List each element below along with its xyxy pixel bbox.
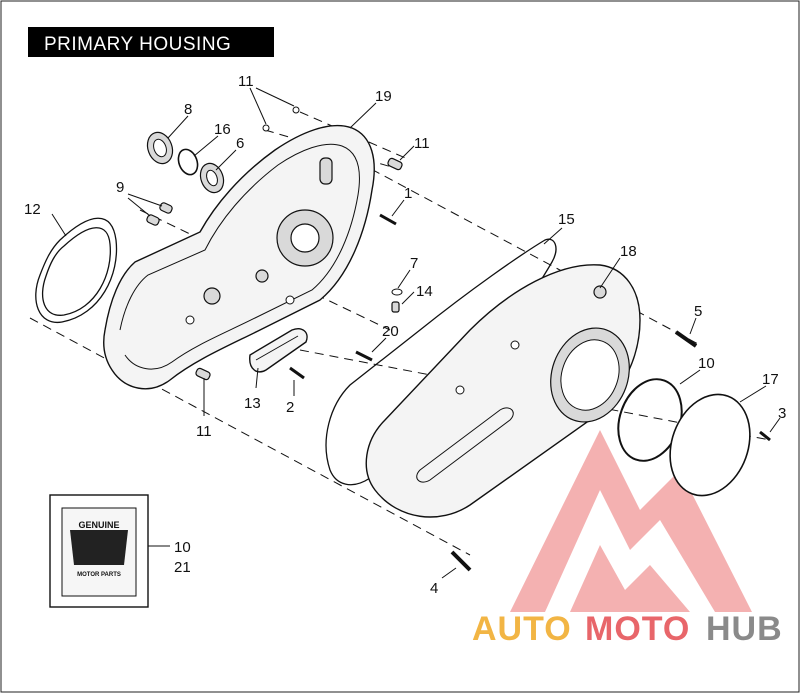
kit-logo-bottom: MOTOR PARTS	[77, 572, 121, 578]
page-title: PRIMARY HOUSING	[44, 34, 231, 55]
gasket-kit-box: GENUINE MOTOR PARTS	[49, 494, 149, 608]
leader-lines	[51, 87, 781, 579]
callout-12: 12	[24, 201, 41, 218]
callout-13: 13	[244, 395, 261, 412]
chain-tensioner-13	[249, 328, 308, 373]
gasket-12	[35, 217, 118, 323]
callout-17: 17	[762, 371, 779, 388]
callout-20: 20	[382, 323, 399, 340]
callout-8: 8	[184, 101, 192, 118]
callout-16: 16	[214, 121, 231, 138]
watermark-logo	[510, 430, 752, 612]
inner-housing-19	[103, 124, 375, 390]
derby-cover-17	[669, 393, 751, 497]
callout-10-kit: 10	[174, 539, 191, 556]
title-banner: PRIMARY HOUSING	[28, 27, 274, 57]
callout-1: 1	[404, 185, 412, 202]
callouts: 11 19 8 16 6 11 9 1 12 15 18 7 14 5 20 1…	[24, 73, 786, 597]
callout-11-bottom: 11	[196, 423, 212, 440]
callout-14: 14	[416, 283, 433, 300]
callout-3: 3	[778, 405, 786, 422]
callout-15: 15	[558, 211, 575, 228]
callout-2: 2	[286, 399, 294, 416]
fasteners	[289, 213, 771, 572]
watermark-text: AUTO MOTO HUB	[472, 610, 783, 648]
kit-logo-top: GENUINE	[78, 520, 119, 530]
callout-11-top: 11	[238, 73, 254, 90]
callout-18: 18	[620, 243, 637, 260]
callout-11-right: 11	[414, 135, 430, 152]
watermark-moto: MOTO	[585, 610, 690, 648]
callout-21: 21	[174, 559, 191, 576]
callout-10-ring: 10	[698, 355, 715, 372]
watermark-hub: HUB	[706, 610, 783, 648]
callout-19: 19	[375, 88, 392, 105]
callout-9: 9	[116, 179, 124, 196]
outer-cover-18	[365, 264, 641, 518]
callout-5: 5	[694, 303, 702, 320]
callout-6: 6	[236, 135, 244, 152]
watermark-auto: AUTO	[472, 610, 572, 648]
callout-4: 4	[430, 580, 438, 597]
callout-7: 7	[410, 255, 418, 272]
bearing-stack	[146, 131, 225, 194]
